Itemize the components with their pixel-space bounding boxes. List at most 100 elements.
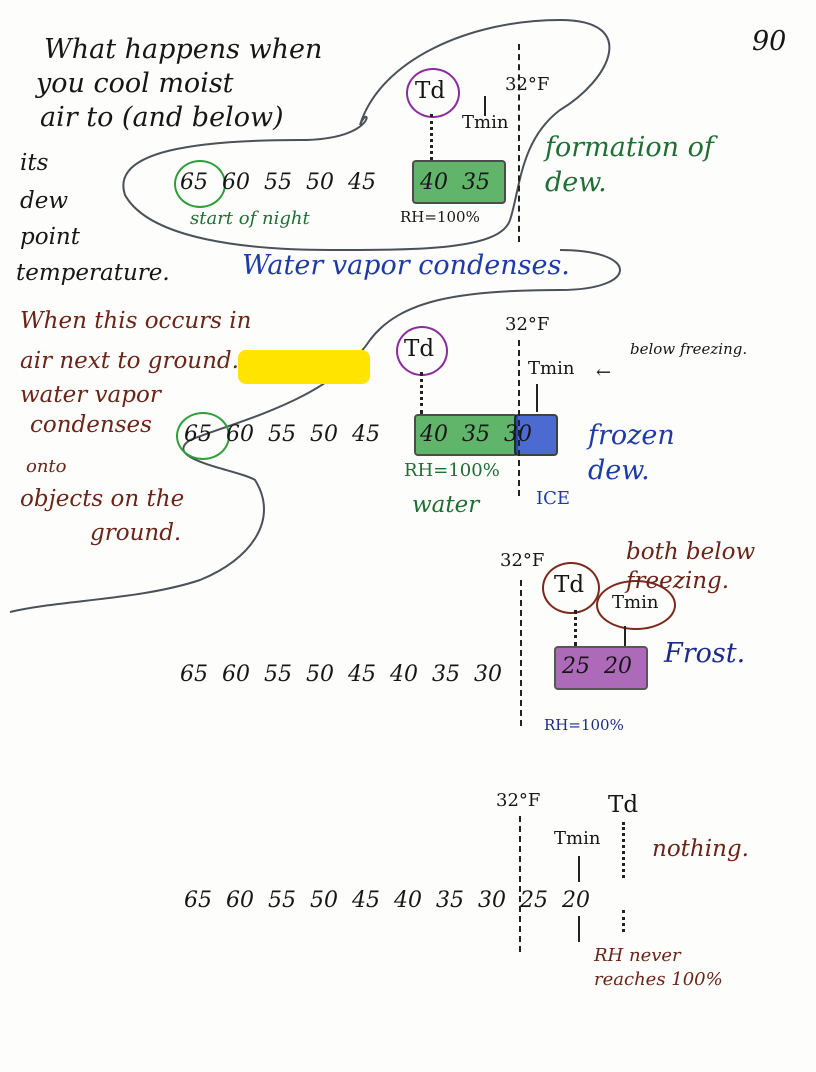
- water-box: [414, 414, 518, 456]
- temp-value: 45: [352, 422, 380, 447]
- temp-value: 55: [268, 422, 296, 447]
- rh-label: RH=100%: [544, 716, 624, 734]
- temp-value: 65: [180, 662, 208, 687]
- rh-label: RH=100%: [404, 460, 500, 481]
- intro-line-7: temperature.: [16, 260, 170, 286]
- intro-line-5: dew: [20, 188, 69, 214]
- temp-value: 35: [462, 422, 490, 447]
- freezing-line: [520, 580, 522, 726]
- temp-value: 30: [474, 662, 502, 687]
- temp-value: 60: [226, 888, 254, 913]
- freezing-line: [518, 340, 520, 496]
- ground-line-5: onto: [26, 456, 67, 477]
- nothing-result: nothing.: [652, 836, 749, 862]
- intro-line-4: its: [20, 150, 49, 176]
- start-note: start of night: [190, 208, 310, 229]
- temp-value: 60: [226, 422, 254, 447]
- freezing-label: 32°F: [496, 790, 541, 811]
- td-label: Td: [608, 792, 639, 818]
- temp-value: 55: [264, 170, 292, 195]
- box-temps-1: 40 35: [420, 172, 504, 194]
- tmin-tick: [536, 384, 538, 412]
- water-label: water: [412, 492, 480, 518]
- ground-line-3: water vapor: [20, 382, 161, 408]
- page-number: 90: [752, 26, 787, 57]
- freezing-label: 32°F: [505, 74, 550, 95]
- freezing-label: 32°F: [500, 550, 545, 571]
- tmin-label: Tmin: [528, 358, 575, 379]
- condenses-note: Water vapor condenses.: [242, 250, 570, 281]
- both-note: both below freezing.: [626, 539, 756, 594]
- frost-box: [554, 646, 648, 690]
- temp-row-4: 65 60 55 50 45 40 35 30 25 20: [184, 890, 604, 912]
- temp-row-3: 65 60 55 50 45 40 35 30: [180, 664, 516, 686]
- temp-value: 35: [436, 888, 464, 913]
- tmin-circle: [596, 580, 676, 630]
- tmin-label: Tmin: [554, 828, 601, 849]
- temp-value: 50: [310, 888, 338, 913]
- ground-line-1: When this occurs in: [20, 308, 252, 334]
- intro-line-3: air to (and below): [40, 102, 284, 133]
- temp-value: 35: [462, 170, 490, 195]
- tmin-tick: [624, 626, 626, 646]
- ice-box: [514, 414, 558, 456]
- ground-line-4: condenses: [30, 412, 152, 438]
- td-label: Td: [554, 572, 585, 598]
- temp-value: 65: [184, 422, 212, 447]
- temp-value: 45: [352, 888, 380, 913]
- temp-value: 50: [310, 422, 338, 447]
- frozen-dew-result: frozen dew.: [588, 420, 675, 487]
- ice-label: ICE: [536, 488, 571, 509]
- temp-value: 65: [184, 888, 212, 913]
- temp-value: 65: [180, 170, 208, 195]
- td-dots: [622, 822, 625, 878]
- temp-value: 40: [420, 422, 448, 447]
- frost-result: Frost.: [664, 638, 746, 669]
- temp-value: 55: [268, 888, 296, 913]
- dew-box: [412, 160, 506, 204]
- freezing-line: [518, 44, 520, 242]
- td-dots-lower: [622, 910, 625, 932]
- temp-value: 25: [562, 654, 590, 679]
- temp-value: 50: [306, 662, 334, 687]
- start-temp-circle: [174, 160, 226, 208]
- temp-value: 40: [390, 662, 418, 687]
- start-temp-circle: [176, 412, 230, 460]
- temp-value: 40: [394, 888, 422, 913]
- td-circle: [542, 562, 600, 614]
- intro-line-1: What happens when: [44, 34, 323, 65]
- rh-never-note: RH never reaches 100%: [594, 945, 723, 991]
- td-label: Td: [404, 336, 435, 362]
- temp-value: 35: [432, 662, 460, 687]
- td-dots: [430, 114, 433, 160]
- td-dots: [574, 610, 577, 646]
- arrow-left-icon: ←: [596, 362, 612, 383]
- tmin-tick: [578, 856, 580, 882]
- dew-result: formation of dew.: [545, 132, 714, 199]
- ground-highlight: [238, 350, 370, 384]
- tmin-tick-lower: [578, 916, 580, 942]
- td-circle: [406, 68, 460, 118]
- intro-line-2: you cool moist: [36, 68, 234, 99]
- temp-value: 25: [520, 888, 548, 913]
- temp-value: 55: [264, 662, 292, 687]
- freezing-label: 32°F: [505, 314, 550, 335]
- td-label: Td: [415, 78, 446, 104]
- tmin-label: Tmin: [462, 112, 509, 133]
- temp-value: 40: [420, 170, 448, 195]
- td-dots: [420, 372, 423, 414]
- ground-line-7: ground.: [90, 520, 182, 546]
- temp-value: 30: [478, 888, 506, 913]
- temp-value: 45: [348, 662, 376, 687]
- rh-label: RH=100%: [400, 208, 480, 226]
- temp-value: 45: [348, 170, 376, 195]
- intro-line-6: point: [20, 224, 80, 250]
- tmin-note: below freezing.: [630, 340, 748, 358]
- temp-value: 20: [562, 888, 590, 913]
- tmin-tick: [484, 96, 486, 116]
- temp-value: 60: [222, 662, 250, 687]
- temp-row-2: 65 60 55 50 45: [184, 424, 394, 446]
